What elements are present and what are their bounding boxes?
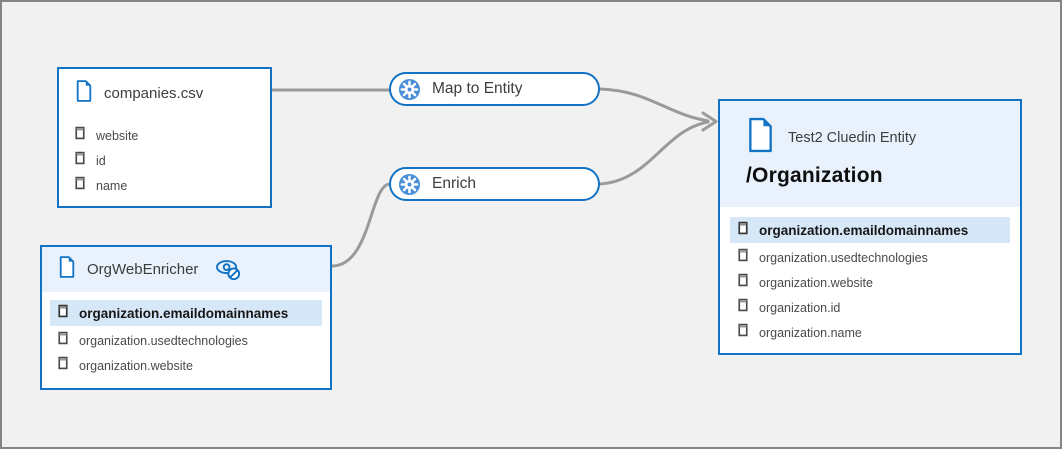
field-label: organization.usedtechnologies [79,333,248,348]
field-icon [738,298,748,317]
node-title: OrgWebEnricher [87,261,199,278]
edge-map-to-entity [598,87,710,123]
field-list: organization.emaildomainnames organizati… [42,300,330,378]
node-orgwebenricher[interactable]: OrgWebEnricher organization.emaildomainn… [40,245,332,390]
field-row-website[interactable]: website [59,123,270,148]
field-label: organization.usedtechnologies [759,250,928,265]
field-list: organization.emaildomainnames organizati… [720,217,1020,345]
node-title: companies.csv [104,85,204,102]
preview-hidden-icon[interactable] [215,258,242,281]
field-row-usedtechnologies[interactable]: organization.usedtechnologies [720,245,1020,270]
field-label: organization.emaildomainnames [759,222,969,238]
node-header: Test2 Cluedin Entity /Organization [720,101,1020,207]
field-icon [738,323,748,342]
field-row-emaildomainnames[interactable]: organization.emaildomainnames [50,300,322,326]
step-enrich[interactable]: Enrich [389,167,600,201]
field-row-website[interactable]: organization.website [42,353,330,378]
node-companies-csv[interactable]: companies.csv website id name [57,67,272,208]
field-label: organization.website [79,358,193,373]
step-label: Enrich [432,175,476,192]
field-icon [58,304,68,323]
edge-enrich-to-entity [598,120,710,186]
field-label: organization.website [759,275,873,290]
field-label: id [96,153,106,168]
gear-icon [398,78,421,101]
document-icon [75,80,93,107]
field-row-usedtechnologies[interactable]: organization.usedtechnologies [42,328,330,353]
step-label: Map to Entity [432,80,523,97]
field-label: name [96,178,128,193]
field-row-name[interactable]: organization.name [720,320,1020,345]
field-row-emaildomainnames[interactable]: organization.emaildomainnames [730,217,1010,243]
field-list: website id name [59,123,270,198]
field-icon [58,331,68,350]
field-icon [75,176,85,195]
field-icon [75,126,85,145]
field-icon [58,356,68,375]
edge-enricher-to-enrich [330,182,392,268]
field-icon [738,221,748,240]
field-row-id[interactable]: id [59,148,270,173]
field-label: organization.id [759,300,841,315]
document-icon [58,256,76,283]
entity-title: /Organization [746,164,883,187]
field-label: website [96,128,139,143]
arrowhead-icon [701,111,718,132]
field-label: organization.name [759,325,862,340]
field-icon [75,151,85,170]
field-label: organization.emaildomainnames [79,305,289,321]
node-organization-entity[interactable]: Test2 Cluedin Entity /Organization organ… [718,99,1022,355]
gear-icon [398,173,421,196]
document-icon [746,117,775,158]
node-header: companies.csv [59,80,270,107]
field-icon [738,273,748,292]
field-icon [738,248,748,267]
field-row-name[interactable]: name [59,173,270,198]
entity-subtitle: Test2 Cluedin Entity [788,129,917,146]
step-map-to-entity[interactable]: Map to Entity [389,72,600,106]
field-row-id[interactable]: organization.id [720,295,1020,320]
field-row-website[interactable]: organization.website [720,270,1020,295]
node-header: OrgWebEnricher [42,247,330,292]
